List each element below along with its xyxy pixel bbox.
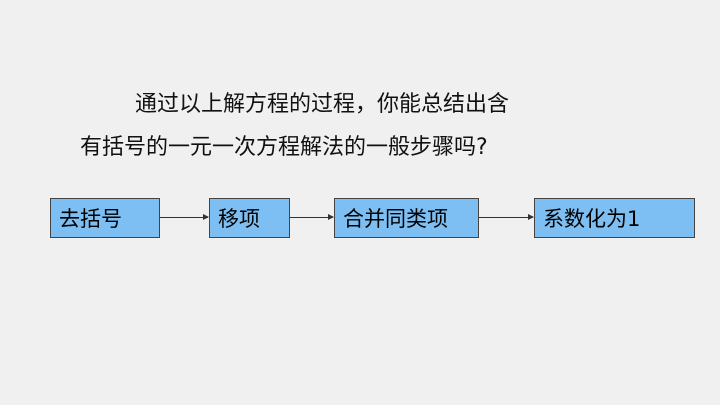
step-coefficient-to-one: 系数化为1 xyxy=(534,198,695,238)
question-line-1: 通过以上解方程的过程，你能总结出含 xyxy=(135,92,510,117)
arrow-1 xyxy=(160,214,209,220)
step-remove-parentheses: 去括号 xyxy=(50,198,160,238)
question-line-2: 有括号的一元一次方程解法的一般步骤吗? xyxy=(80,135,488,160)
step-combine-like-terms: 合并同类项 xyxy=(334,198,479,238)
step-transpose: 移项 xyxy=(209,198,290,238)
arrow-3 xyxy=(479,214,534,220)
arrow-2 xyxy=(290,214,334,220)
